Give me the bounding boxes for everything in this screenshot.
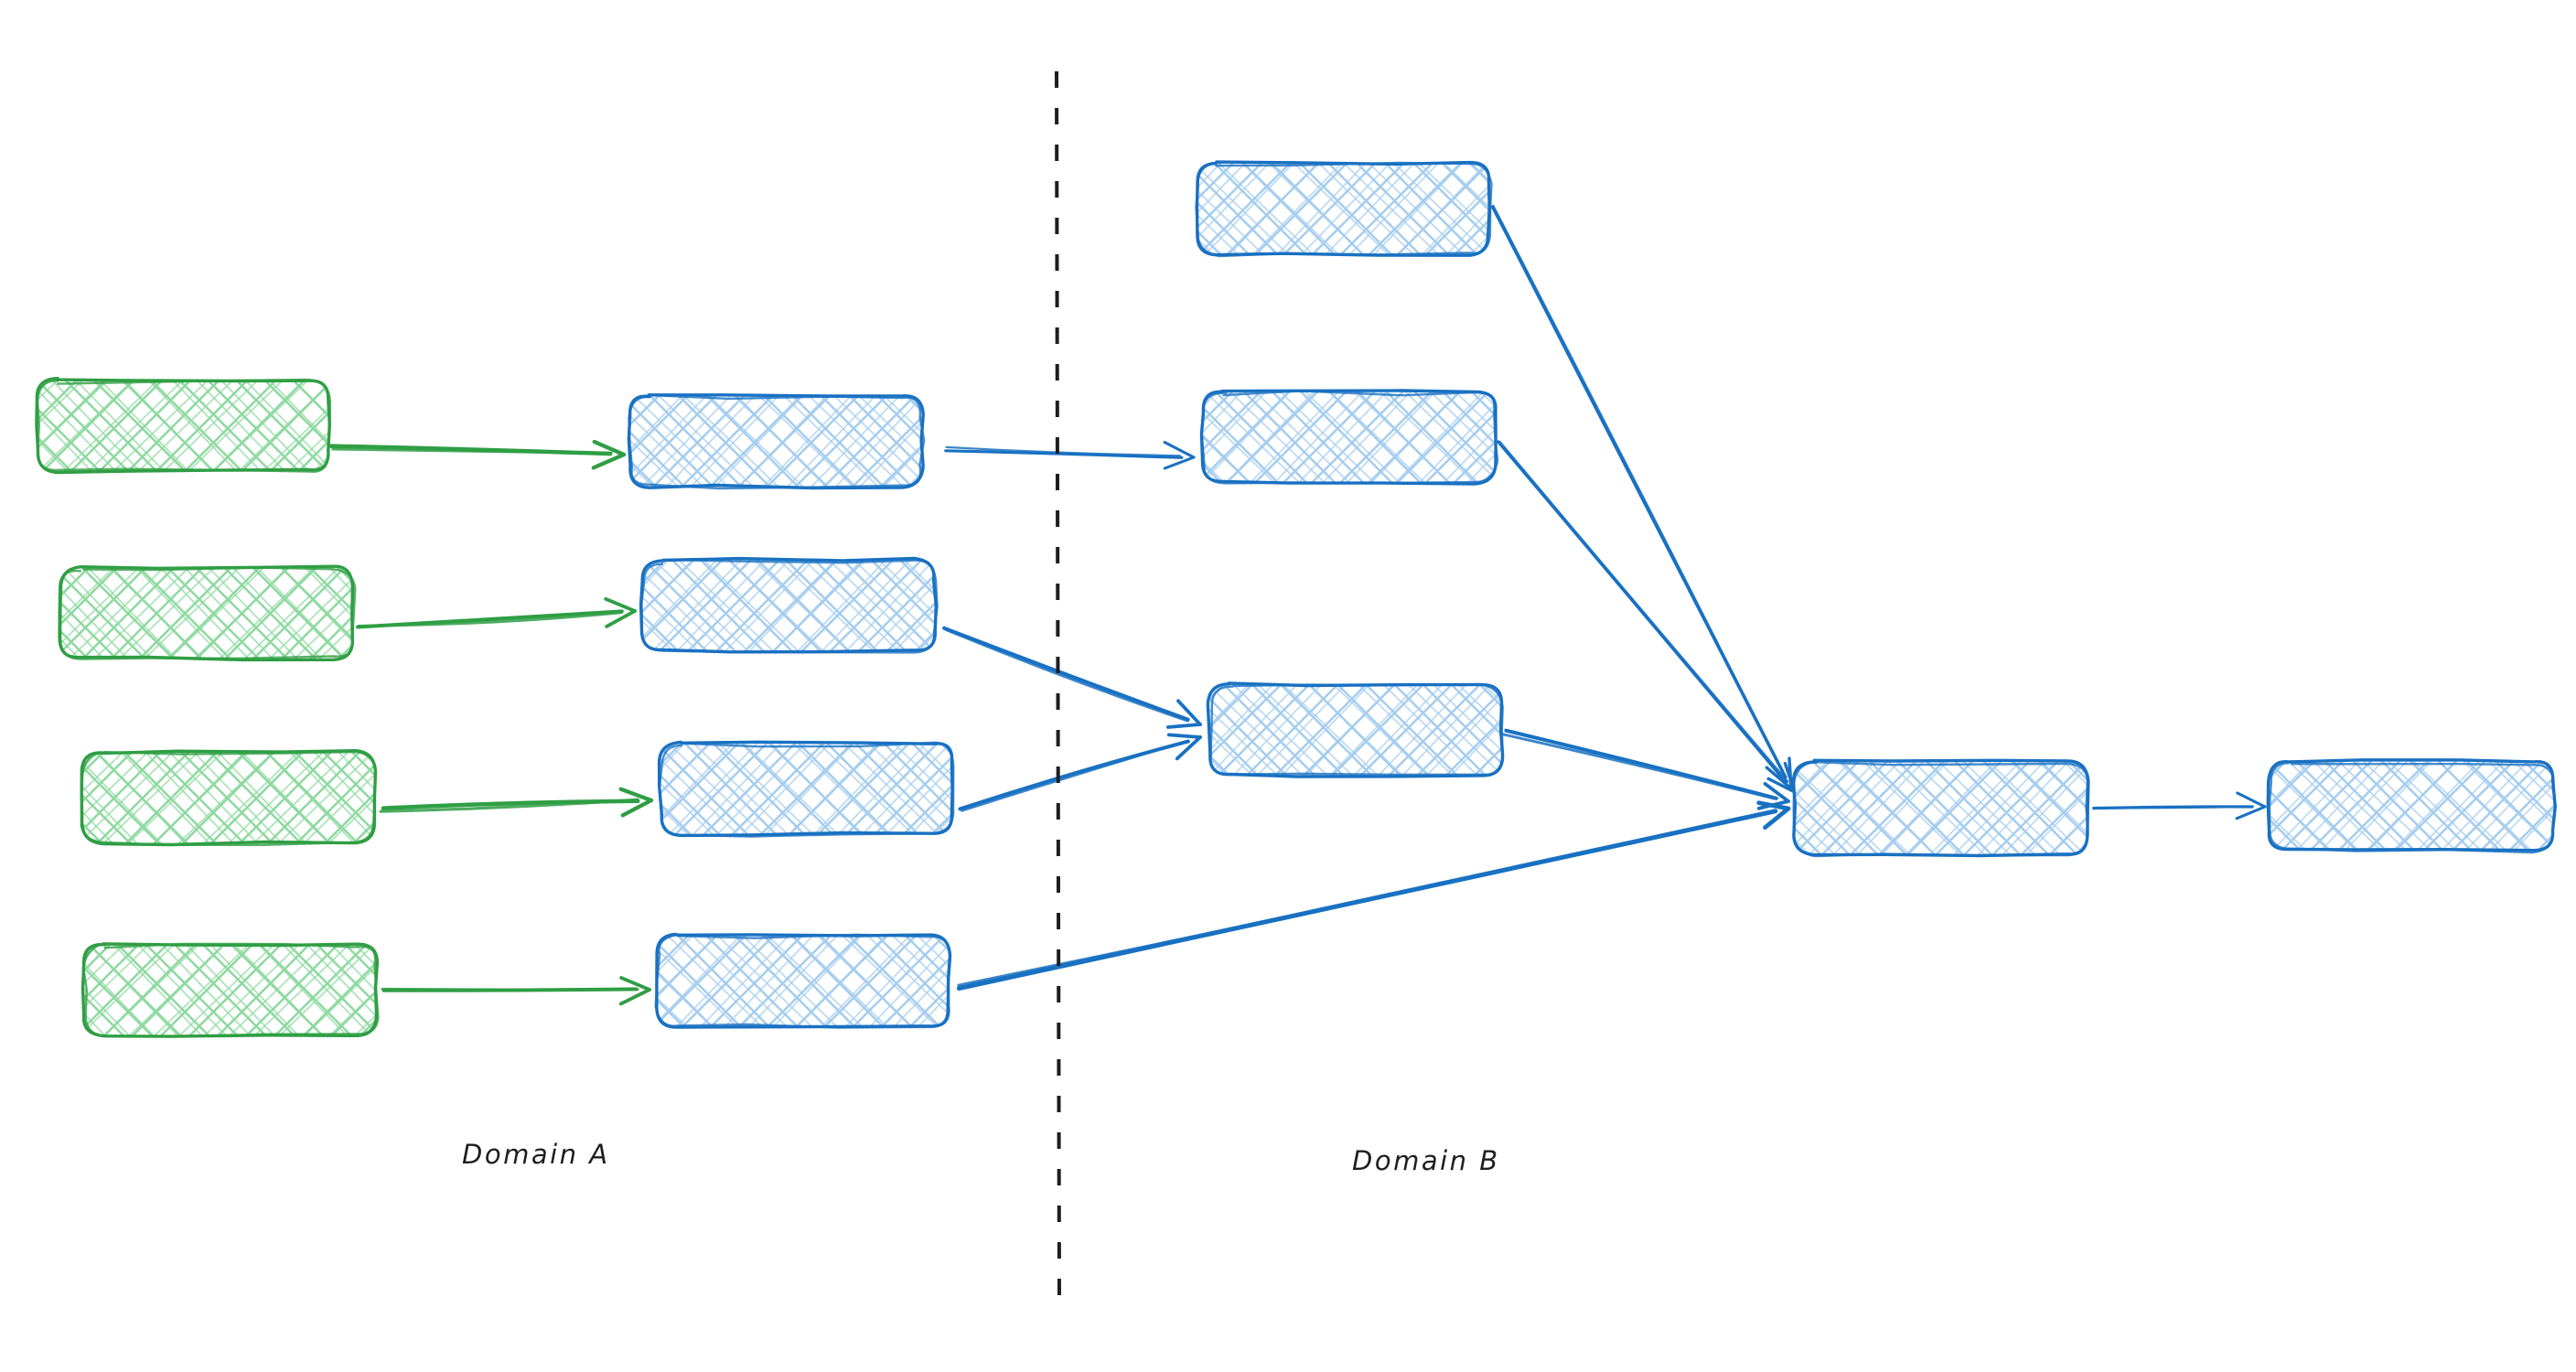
edges-layer	[327, 204, 2267, 1006]
divider-layer	[1055, 70, 1061, 1304]
node-hitbox-merge[interactable]	[1795, 761, 2088, 854]
node-hitbox-m1[interactable]	[629, 395, 922, 487]
node-a1[interactable]	[35, 377, 331, 475]
node-m3[interactable]	[657, 740, 955, 838]
edge-b3-to-merge	[1500, 728, 1790, 810]
node-hitbox-m2[interactable]	[642, 560, 935, 651]
edge-a4-to-m4	[381, 976, 651, 1006]
node-b1[interactable]	[1195, 160, 1493, 258]
node-hitbox-b3[interactable]	[1209, 684, 1502, 776]
domain-a-label: Domain A	[462, 1139, 610, 1170]
node-hitbox-b2[interactable]	[1203, 391, 1496, 483]
node-hitbox-out[interactable]	[2269, 761, 2554, 851]
node-a4[interactable]	[80, 942, 380, 1038]
edge-b1-to-merge	[1491, 204, 1793, 790]
edge-m4-to-merge	[956, 800, 1791, 991]
edge-a1-to-m1	[327, 439, 627, 470]
node-m4[interactable]	[654, 932, 952, 1029]
node-m1[interactable]	[627, 393, 926, 490]
node-hitbox-m3[interactable]	[660, 743, 953, 834]
node-hitbox-m4[interactable]	[657, 935, 950, 1026]
nodes-layer	[35, 160, 2557, 1038]
node-merge[interactable]	[1791, 758, 2090, 858]
edge-m1-to-b2	[944, 440, 1196, 470]
edge-a2-to-m2	[356, 597, 637, 629]
edge-m3-to-b3	[958, 733, 1202, 812]
edge-m2-to-b3	[942, 626, 1202, 729]
node-hitbox-b1[interactable]	[1197, 163, 1489, 254]
domain-b-label: Domain B	[1352, 1145, 1500, 1176]
node-hitbox-a4[interactable]	[84, 944, 377, 1035]
node-a2[interactable]	[58, 564, 357, 662]
node-b3[interactable]	[1206, 681, 1505, 778]
node-b2[interactable]	[1199, 389, 1499, 486]
node-m2[interactable]	[639, 556, 939, 654]
node-hitbox-a1[interactable]	[37, 380, 329, 471]
node-hitbox-a3[interactable]	[82, 752, 375, 843]
node-a3[interactable]	[80, 749, 378, 847]
domain-divider-line	[1055, 70, 1061, 1304]
edge-merge-to-out	[2092, 791, 2267, 820]
edge-a3-to-m3	[379, 787, 654, 818]
node-hitbox-a2[interactable]	[60, 567, 353, 659]
node-out[interactable]	[2266, 758, 2557, 854]
